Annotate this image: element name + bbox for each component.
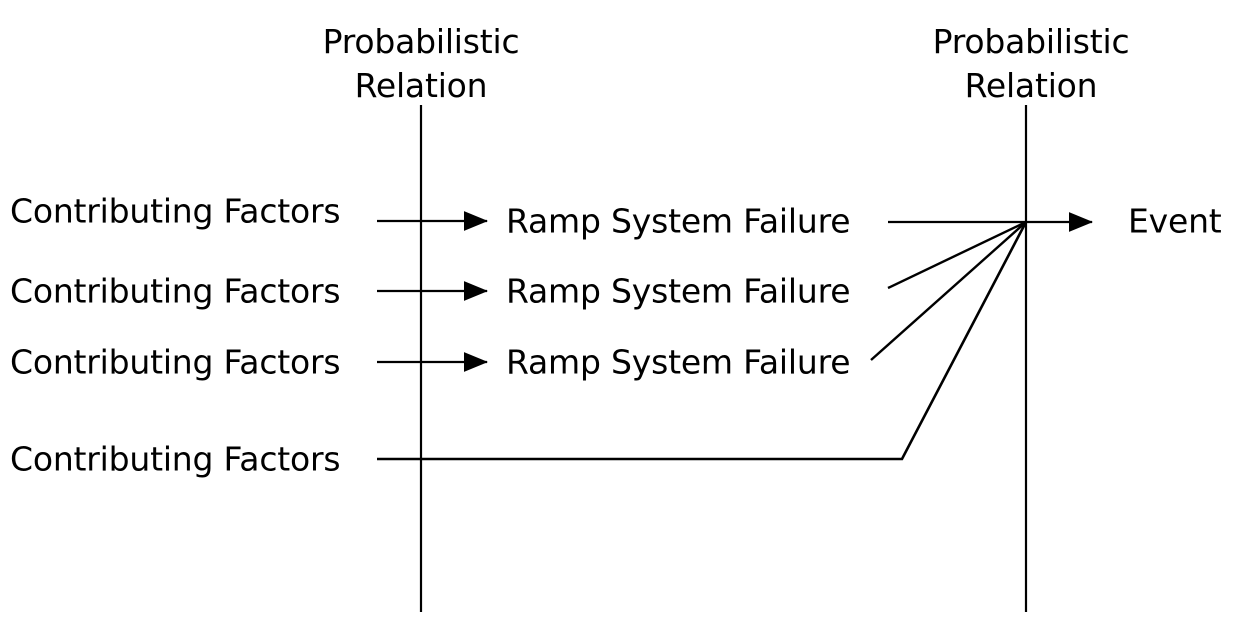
contributing-factor-3: Contributing Factors bbox=[10, 342, 341, 382]
ramp-system-failure-3: Ramp System Failure bbox=[506, 342, 851, 382]
column-header-right: Probabilistic Relation bbox=[932, 22, 1130, 105]
event-label: Event bbox=[1128, 201, 1222, 241]
column-header-left: Probabilistic Relation bbox=[322, 22, 520, 105]
contributing-factor-4: Contributing Factors bbox=[10, 439, 341, 479]
converge-line-3 bbox=[870, 221, 1027, 361]
ramp-system-failure-1: Ramp System Failure bbox=[506, 201, 851, 241]
ramp-system-failure-2: Ramp System Failure bbox=[506, 271, 851, 311]
contributing-factor-1: Contributing Factors bbox=[10, 191, 341, 231]
bypass-connector bbox=[377, 221, 1028, 461]
converge-line-2 bbox=[887, 220, 1027, 290]
contributing-factor-2: Contributing Factors bbox=[10, 271, 341, 311]
